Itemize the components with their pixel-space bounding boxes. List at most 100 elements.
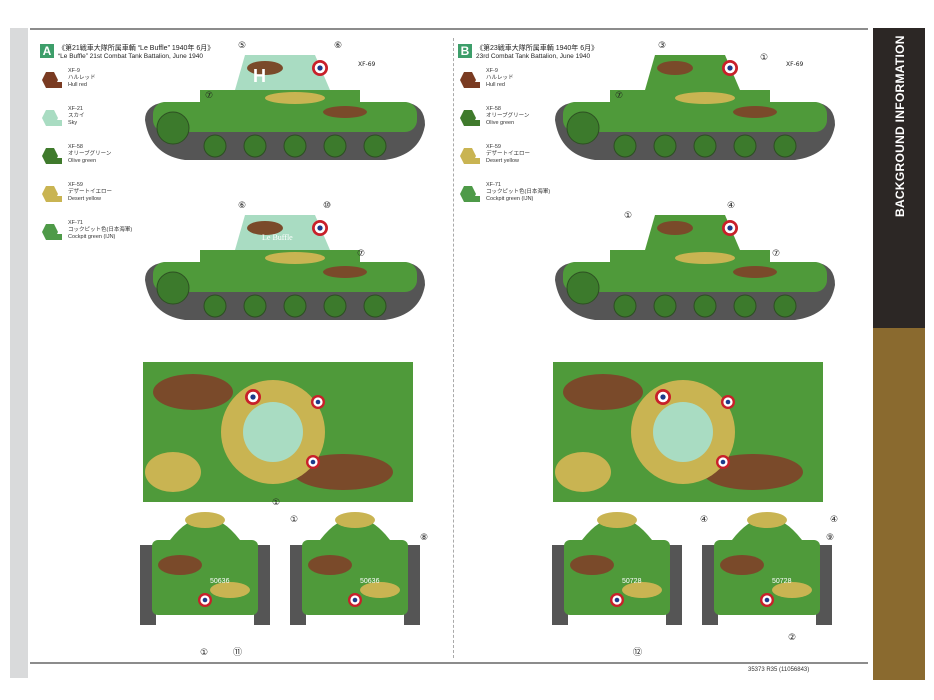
turret-letter-marking: H <box>253 66 266 86</box>
road-wheel <box>773 294 797 318</box>
sprocket <box>566 271 600 305</box>
road-wheel <box>613 294 637 318</box>
camo-patch <box>185 512 225 528</box>
road-wheel <box>653 134 677 158</box>
paint-name-en: Hull red <box>486 82 505 88</box>
road-wheel <box>323 134 347 158</box>
paint-name-en: Desert yellow <box>486 158 520 164</box>
callout-label: ⑦ <box>205 91 213 101</box>
camo-patch <box>747 512 787 528</box>
callout-label: ⑩ <box>323 201 331 211</box>
roundel-marking <box>352 597 358 603</box>
paint-name-en: Hull red <box>68 82 87 88</box>
sidebar-dark-block <box>873 28 925 328</box>
roundel-marking <box>727 65 733 71</box>
camo-patch <box>570 555 614 575</box>
sprocket <box>566 111 600 145</box>
road-wheel <box>363 134 387 158</box>
camo-patch <box>597 512 637 528</box>
paint-swatch-xf-59: XF-59 デザートイエロー Desert yellow <box>460 144 610 184</box>
callout-label: ① <box>624 211 632 221</box>
callout-label: ④ <box>727 201 735 211</box>
camo-patch <box>622 582 662 598</box>
paint-name-jp: スカイ <box>68 113 85 119</box>
binding-strip <box>10 28 28 678</box>
camo-patch <box>145 452 201 492</box>
callout-label: ⑤ <box>238 41 246 51</box>
camo-patch <box>210 582 250 598</box>
road-wheel <box>693 134 717 158</box>
callout-label: ① <box>760 53 768 63</box>
road-wheel <box>323 294 347 318</box>
hull-side <box>153 102 417 132</box>
callout-label: ⑫ <box>633 647 642 658</box>
section-badge: B <box>458 44 472 58</box>
sprocket <box>156 271 190 305</box>
camo-patch <box>153 374 233 410</box>
paint-chip-icon <box>460 148 480 166</box>
roundel-marking <box>317 65 323 71</box>
turret-cupola <box>653 402 713 462</box>
registration-number: 50728 <box>772 578 792 585</box>
camo-patch <box>563 374 643 410</box>
callout-label: ④ <box>830 515 838 525</box>
road-wheel <box>203 134 227 158</box>
callout-label: ⑦ <box>357 249 365 259</box>
hull-side <box>563 262 827 292</box>
paint-name-en: Olive green <box>486 120 515 126</box>
paint-code: XF-71 <box>486 182 501 188</box>
callout-label: ④ <box>700 515 708 525</box>
registration-number: 50636 <box>360 578 380 585</box>
road-wheel <box>733 294 757 318</box>
paint-swatch-xf-71: XF-71 コックピット色(日本海軍) Cockpit green (IJN) <box>42 220 192 260</box>
paint-code: XF-59 <box>486 144 501 150</box>
callout-label: ③ <box>658 41 666 51</box>
road-wheel <box>283 294 307 318</box>
road-wheel <box>283 134 307 158</box>
callout-label: XF-69 <box>358 61 376 68</box>
paint-code: XF-9 <box>68 68 80 74</box>
paint-swatch-xf-9: XF-9 ハルレッド Hull red <box>42 68 192 108</box>
sidebar-tab: BACKGROUND INFORMATION <box>873 28 925 680</box>
paint-name-en: Olive green <box>68 158 97 164</box>
callout-label: ① <box>290 515 298 525</box>
paint-chip-icon <box>460 72 480 90</box>
roundel-marking <box>310 459 316 465</box>
camo-patch <box>733 106 777 118</box>
roundel-marking <box>764 597 770 603</box>
paint-name-jp: オリーブグリーン <box>486 113 530 119</box>
paint-name-en: Sky <box>68 120 78 126</box>
paint-swatch-xf-58: XF-58 オリーブグリーン Olive green <box>460 106 610 146</box>
callout-label: ⑨ <box>826 533 834 543</box>
camo-patch <box>247 221 283 235</box>
camo-patch <box>772 582 812 598</box>
camo-patch <box>265 92 325 104</box>
section-title-en: 23rd Combat Tank Battalion, June 1940 <box>476 53 591 60</box>
section-title-en: “Le Buffle” 21st Combat Tank Battalion, … <box>58 53 204 60</box>
paint-chip-icon <box>42 224 62 242</box>
roundel-marking <box>725 399 731 405</box>
registration-number: 50636 <box>210 578 230 585</box>
camo-patch <box>247 61 283 75</box>
roundel-marking <box>614 597 620 603</box>
callout-label: XF-69 <box>786 61 804 68</box>
paint-name-jp: オリーブグリーン <box>68 151 112 157</box>
paint-swatch-xf-9: XF-9 ハルレッド Hull red <box>460 68 610 108</box>
paint-code: XF-59 <box>68 182 83 188</box>
camo-patch <box>360 582 400 598</box>
section-b: B 《第23戦車大隊所属車輌 1940年 6月》 23rd Combat Tan… <box>458 44 858 202</box>
paint-name-jp: デザートイエロー <box>486 151 530 157</box>
camo-patch <box>323 106 367 118</box>
callout-label: ② <box>788 633 796 643</box>
callout-label: ⑥ <box>238 201 246 211</box>
road-wheel <box>773 134 797 158</box>
callout-label: ⑪ <box>233 647 242 658</box>
paint-name-en: Desert yellow <box>68 196 102 202</box>
camo-patch <box>158 555 202 575</box>
sprocket <box>156 111 190 145</box>
paint-code: XF-21 <box>68 106 83 112</box>
camo-patch <box>555 452 611 492</box>
road-wheel <box>363 294 387 318</box>
turret-name-marking: Le Buffle <box>262 233 293 242</box>
callout-label: ⑥ <box>334 41 342 51</box>
